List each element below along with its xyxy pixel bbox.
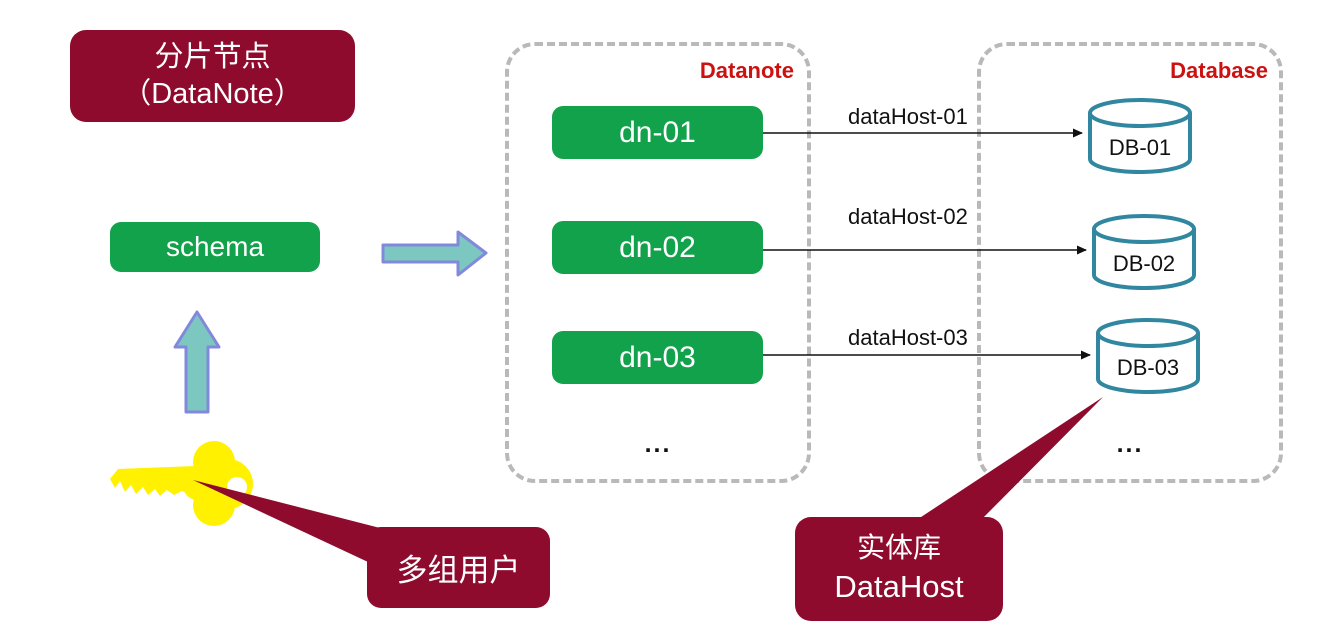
link-label-datahost-01: dataHost-01 (848, 104, 968, 129)
database-cylinder-icon (1088, 98, 1192, 174)
datahost-callout-line-cn: 实体库 (856, 531, 941, 565)
right-arrow-icon (381, 230, 488, 277)
database-label: DB-02 (1112, 251, 1176, 276)
database-label: DB-03 (1116, 355, 1180, 380)
database-ellipsis: ... (1116, 430, 1144, 458)
database-db-02: DB-02 (1091, 213, 1197, 291)
node-dn-03: dn-03 (552, 331, 763, 384)
link-label-datahost-03: dataHost-03 (848, 325, 968, 350)
node-dn-01: dn-01 (552, 106, 763, 159)
title-line-en: （DataNote） (122, 78, 303, 110)
database-group-container: Database ... (977, 42, 1283, 483)
database-db-01: DB-01 (1087, 97, 1193, 175)
database-cylinder-icon (1092, 214, 1196, 290)
datahost-callout-tail (912, 397, 1103, 523)
datahost-callout: 实体库 DataHost (795, 517, 1003, 621)
sharding-node-title-box: 分片节点 （DataNote） (70, 30, 355, 122)
up-arrow-icon (173, 310, 221, 414)
datanote-group-container: Datanote ... (505, 42, 811, 483)
datanote-group-label: Datanote (699, 58, 794, 83)
node-dn-02: dn-02 (552, 221, 763, 274)
datanote-ellipsis: ... (644, 430, 672, 458)
link-label-datahost-02: dataHost-02 (848, 204, 968, 229)
key-icon (110, 441, 253, 526)
database-label: DB-01 (1108, 135, 1172, 160)
database-cylinder-icon (1096, 318, 1200, 394)
database-group-label: Database (1170, 58, 1268, 83)
schema-box: schema (110, 222, 320, 272)
users-callout-label: 多组用户 (396, 553, 521, 589)
users-callout-tail (193, 480, 388, 562)
database-db-03: DB-03 (1095, 317, 1201, 395)
title-line-cn: 分片节点 (154, 40, 271, 73)
users-callout: 多组用户 (367, 527, 550, 608)
datahost-callout-line-en: DataHost (834, 569, 964, 605)
